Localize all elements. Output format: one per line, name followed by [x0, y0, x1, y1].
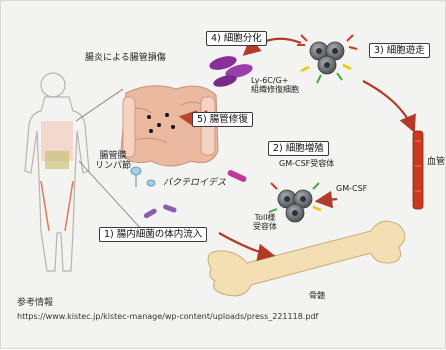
bacteroides-label: バクテロイデス	[163, 178, 227, 188]
lymph-node-label: 腸管膜 リンパ節	[95, 151, 132, 172]
blood-vessel-icon	[412, 130, 424, 210]
reference-heading: 参考情報	[17, 298, 54, 308]
human-body-icon	[24, 72, 90, 272]
step1-label: 1) 腸内細菌の体内流入	[99, 227, 208, 243]
immune-cell-icon	[297, 34, 358, 84]
immune-cell-icon	[268, 182, 322, 223]
pointer-line	[78, 160, 144, 232]
lymph-node-icon	[130, 166, 156, 187]
blood-vessel-label: 血管	[427, 157, 446, 167]
tlr-label: Toll様 受容体	[253, 213, 277, 232]
intestine-icon	[120, 85, 219, 167]
ly6c-label: Ly-6C/G+ 組織修復細胞	[251, 76, 299, 95]
differentiated-cell-icon	[209, 56, 253, 87]
bone-marrow-label: 骨髄	[309, 291, 325, 300]
step3-label: 3) 細胞遊走	[369, 43, 430, 59]
step4-label: 4) 細胞分化	[206, 31, 267, 47]
step2-label: 2) 細胞増殖	[268, 141, 329, 157]
enteritis-label: 腸炎による腸管損傷	[85, 53, 166, 63]
step5-label: 5) 腸管修復	[192, 112, 253, 128]
bacteria-icon	[143, 170, 247, 219]
reference-url[interactable]: https://www.kistec.jp/kistec-manage/wp-c…	[17, 312, 319, 321]
gmcsf-receptor-label: GM-CSF受容体	[279, 159, 335, 168]
gmcsf-label: GM-CSF	[336, 184, 368, 193]
bone-icon	[207, 220, 406, 297]
pointer-line	[75, 88, 124, 122]
